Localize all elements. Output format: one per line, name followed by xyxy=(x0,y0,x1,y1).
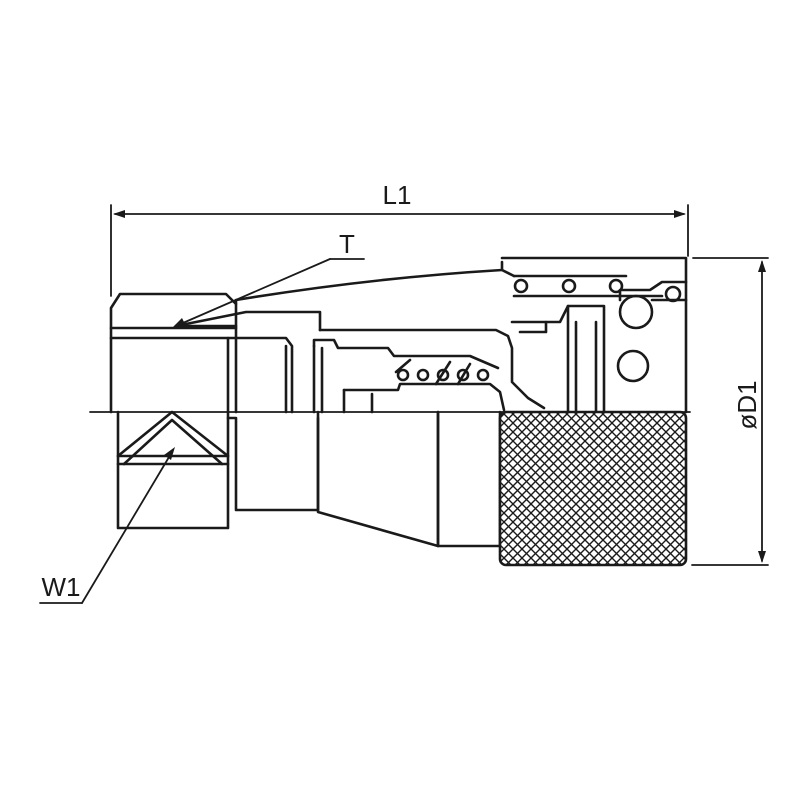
label-d1: øD1 xyxy=(732,380,762,429)
lower-outside-view xyxy=(116,410,688,567)
dimension-d1: øD1 xyxy=(691,257,769,566)
label-l1: L1 xyxy=(383,180,412,210)
label-t: T xyxy=(339,229,355,259)
leader-w1: W1 xyxy=(39,447,175,604)
upper-section-view xyxy=(109,256,688,414)
label-w1: W1 xyxy=(42,572,81,602)
knurled-sleeve xyxy=(498,410,688,567)
dimension-l1: L1 xyxy=(110,180,689,297)
